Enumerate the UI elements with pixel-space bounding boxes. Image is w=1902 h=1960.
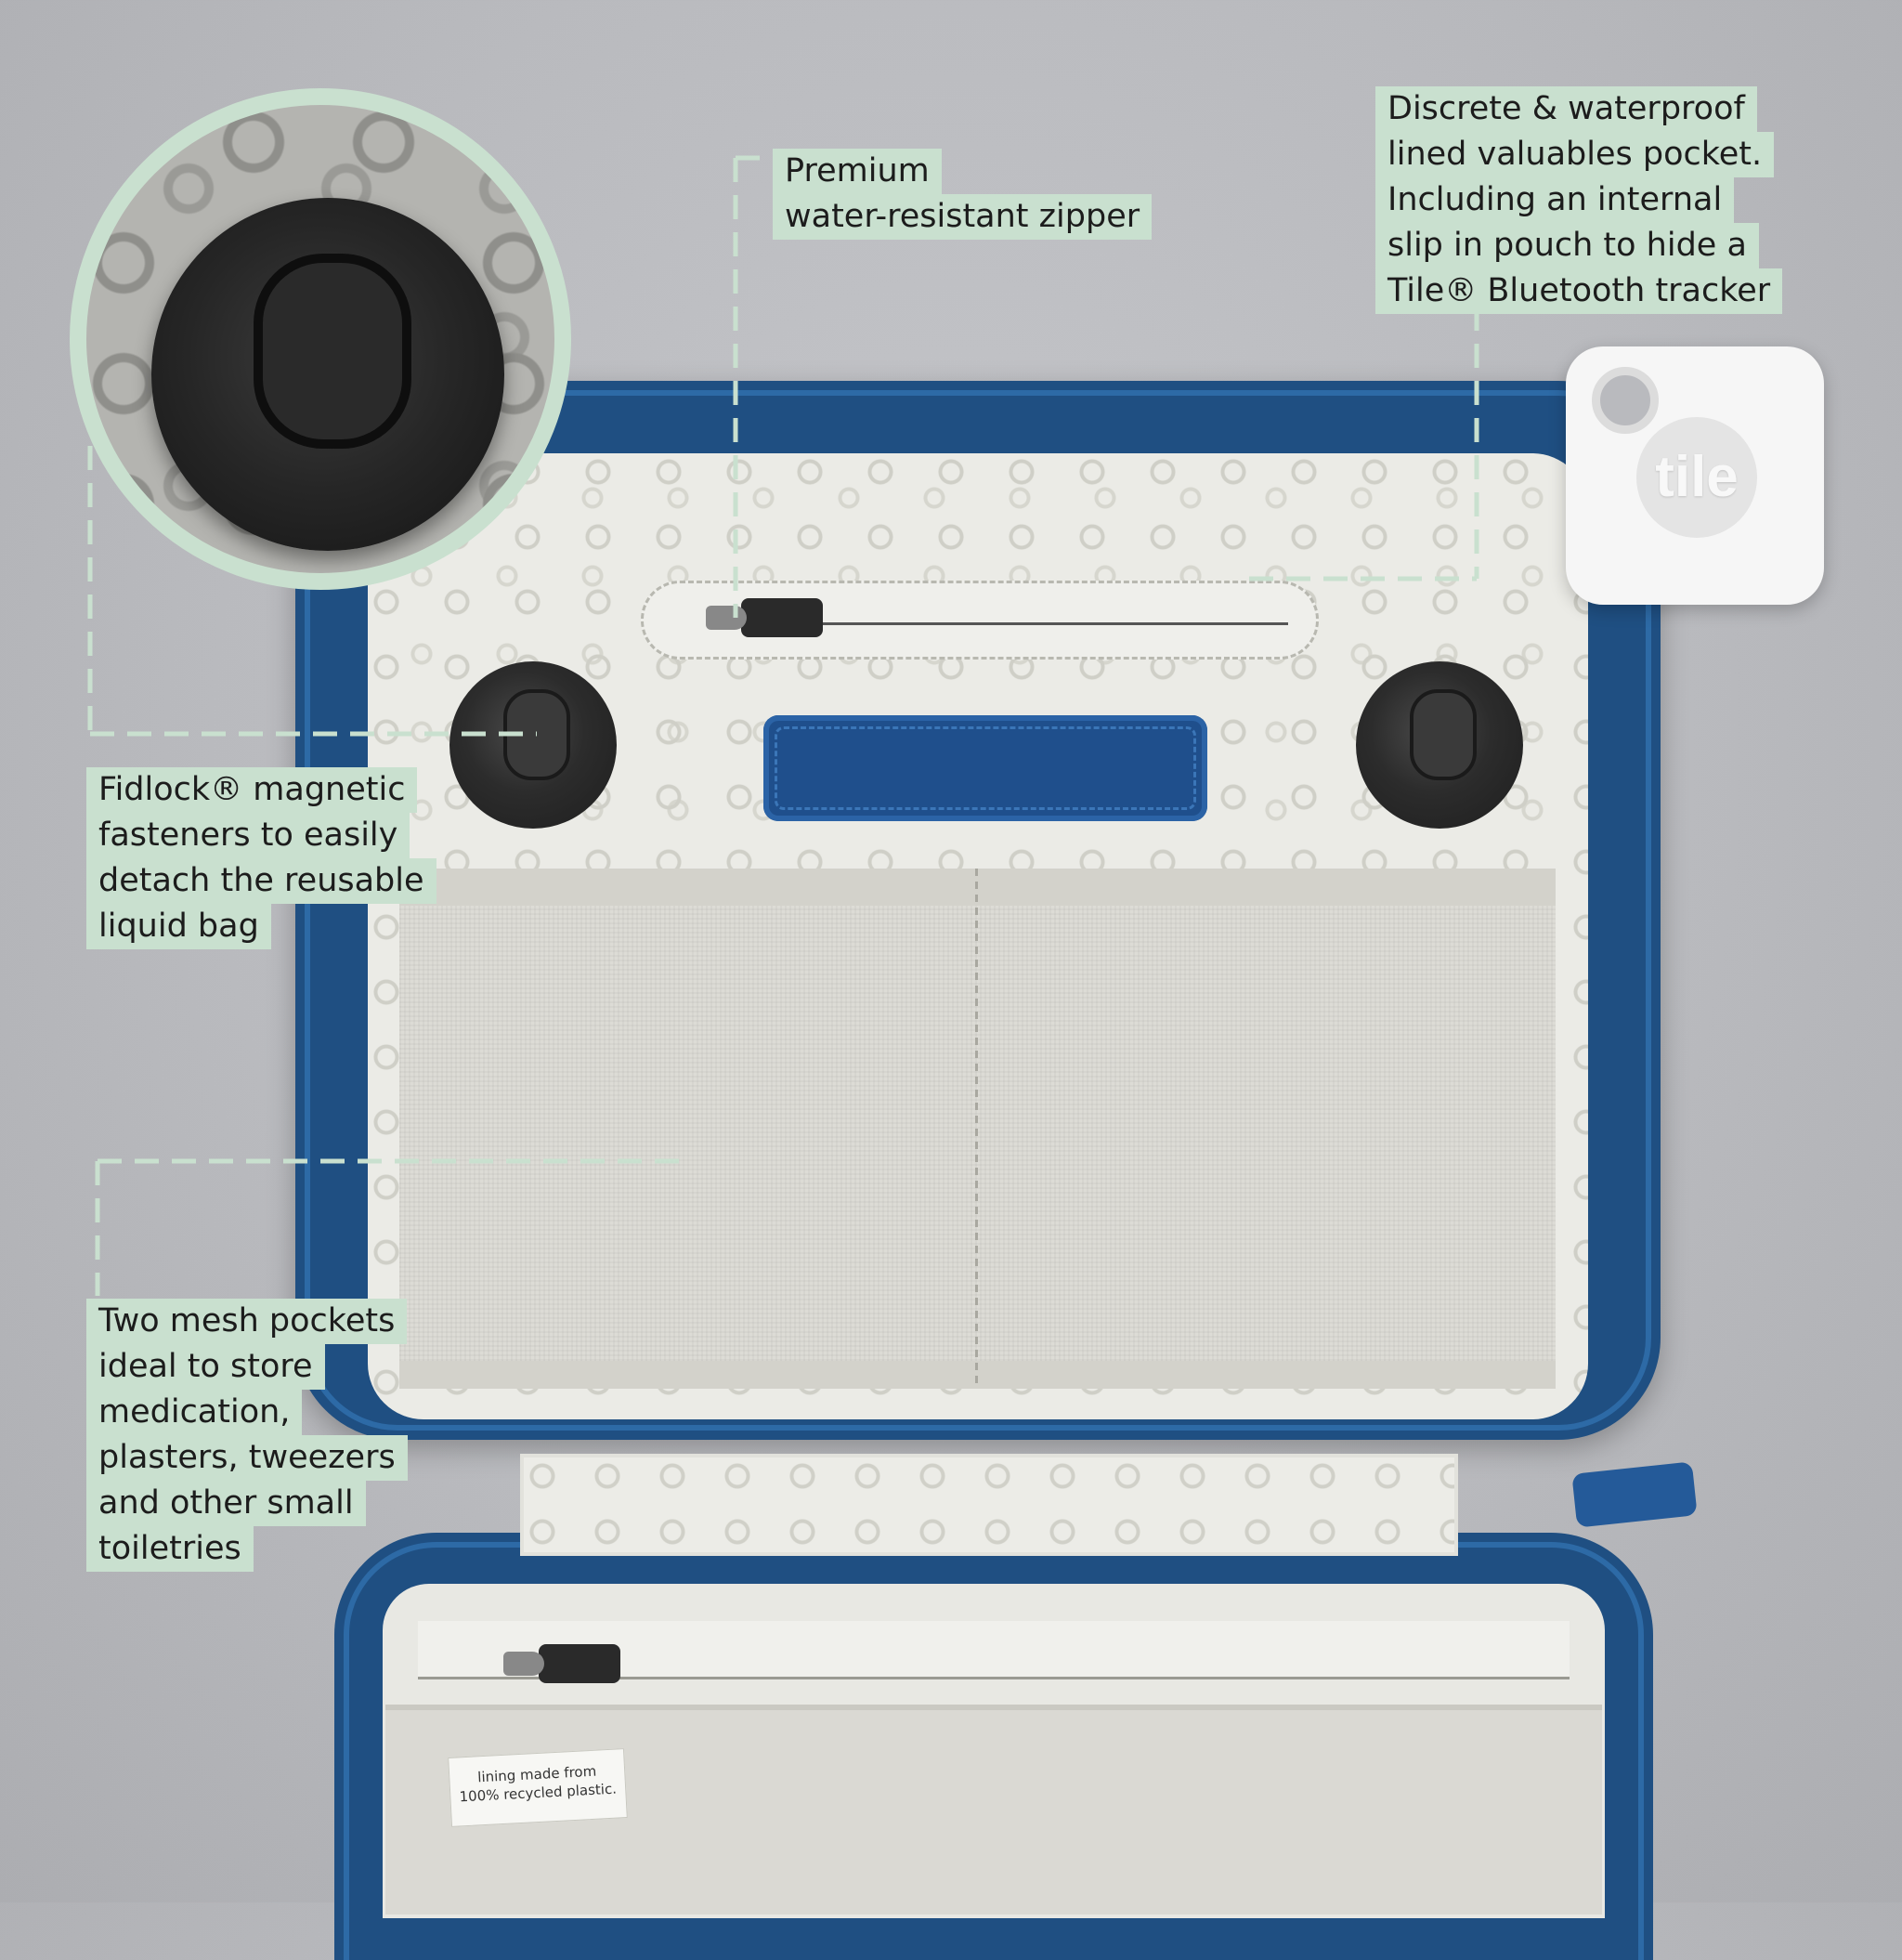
pocket-callout: Discrete & waterproof lined valuables po…	[1375, 86, 1783, 314]
product-photo: lining made from 100% recycled plastic. …	[70, 86, 1824, 1960]
fidlock-callout-line-3: detach the reusable	[86, 858, 436, 904]
zipper-callout-line-2: water-resistant zipper	[773, 194, 1153, 240]
mesh-callout-line-3: medication,	[86, 1390, 303, 1435]
valuables-pocket-zipper	[641, 581, 1319, 660]
tile-keyring-hole	[1592, 367, 1659, 434]
brand-zipper-pull	[1571, 1461, 1698, 1528]
brand-patch	[763, 715, 1207, 821]
pocket-callout-line-3: Including an internal	[1375, 177, 1735, 223]
fidlock-callout-line-1: Fidlock® magnetic	[86, 767, 418, 813]
pocket-callout-line-2: lined valuables pocket.	[1375, 132, 1775, 177]
lining-tag: lining made from 100% recycled plastic.	[448, 1748, 628, 1827]
zipper-pull-lower	[503, 1644, 620, 1683]
zipper-callout-line-1: Premium	[773, 149, 942, 194]
mesh-callout-line-1: Two mesh pockets	[86, 1299, 408, 1344]
fidlock-fastener-right	[1356, 661, 1523, 829]
tile-tracker: tile	[1566, 346, 1824, 605]
zipper-callout: Premium water-resistant zipper	[773, 149, 1153, 240]
zipper-pull-upper	[706, 598, 823, 637]
fidlock-callout-line-4: liquid bag	[86, 904, 271, 949]
fastener-closeup	[151, 198, 504, 551]
bag-hinge-panel	[520, 1454, 1458, 1556]
pocket-callout-line-4: slip in pouch to hide a	[1375, 223, 1759, 268]
mesh-callout-line-4: plasters, tweezers	[86, 1435, 408, 1481]
fidlock-callout-line-2: fasteners to easily	[86, 813, 410, 858]
pocket-callout-line-1: Discrete & waterproof	[1375, 86, 1757, 132]
fidlock-callout: Fidlock® magnetic fasteners to easily de…	[86, 767, 436, 949]
pocket-callout-line-5: Tile® Bluetooth tracker	[1375, 268, 1783, 314]
mesh-pockets	[399, 869, 1556, 1389]
mesh-callout-line-2: ideal to store	[86, 1344, 325, 1390]
mesh-callout: Two mesh pockets ideal to store medicati…	[86, 1299, 408, 1572]
mesh-callout-line-6: toiletries	[86, 1526, 254, 1572]
fidlock-fastener-left	[449, 661, 617, 829]
fastener-zoom-circle	[70, 88, 571, 590]
mesh-callout-line-5: and other small	[86, 1481, 366, 1526]
tile-logo: tile	[1636, 417, 1757, 538]
